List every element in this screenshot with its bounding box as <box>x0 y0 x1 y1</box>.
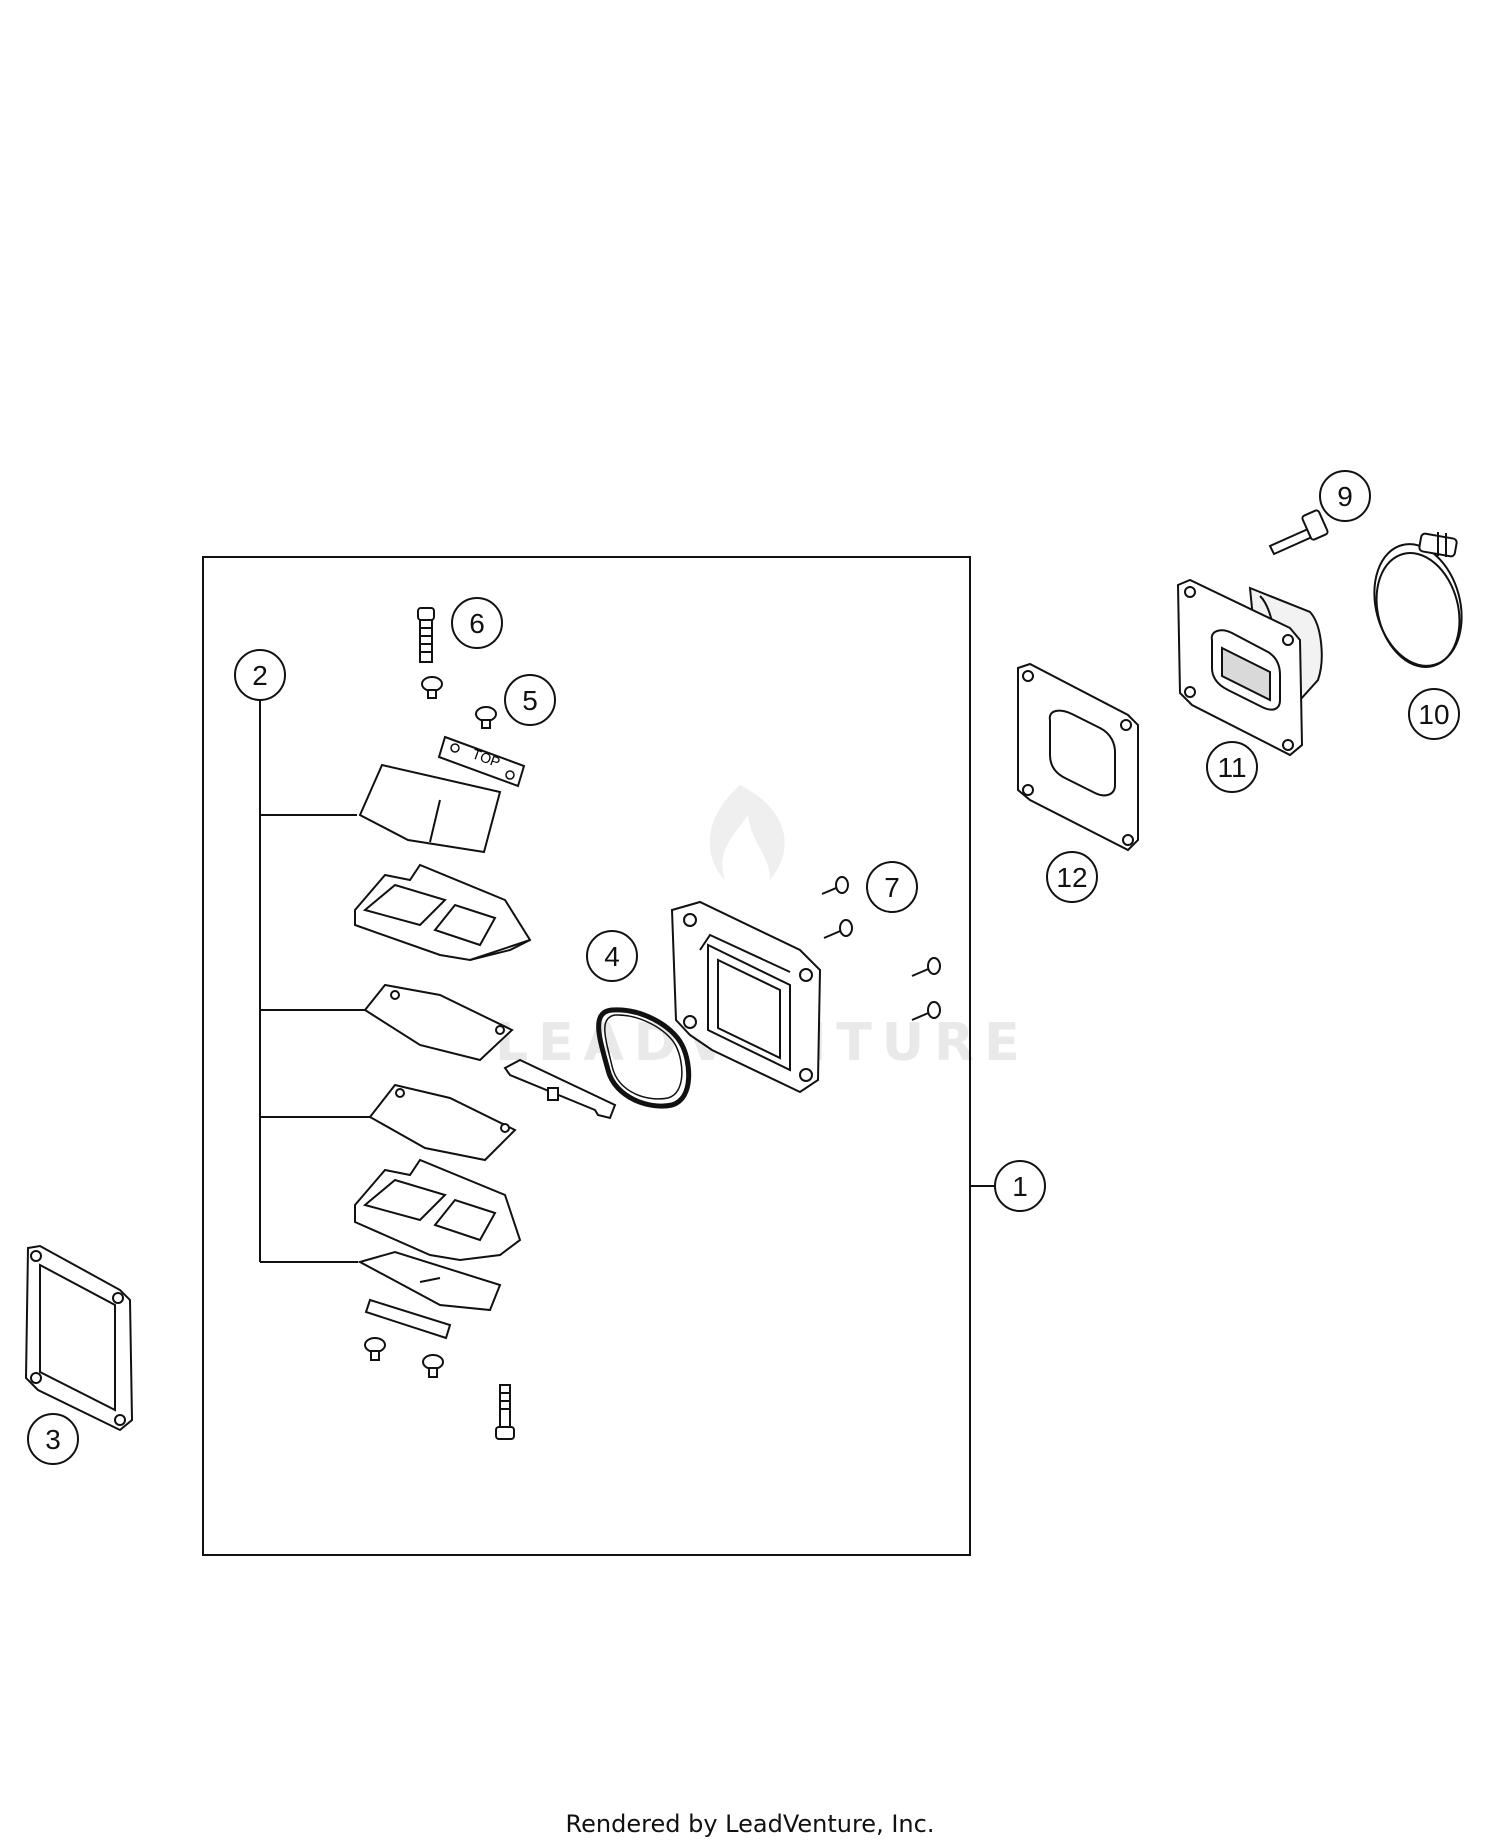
part-6-screw <box>417 607 435 663</box>
callout-12: 12 <box>1046 851 1098 903</box>
callout-6-label: 6 <box>469 608 485 639</box>
callout-2: 2 <box>234 649 286 701</box>
part-11-intake-manifold <box>1176 578 1323 757</box>
callout-12-label: 12 <box>1056 862 1087 893</box>
shim-upper <box>363 983 514 1062</box>
callout-1: 1 <box>994 1160 1046 1212</box>
callout-9: 9 <box>1319 470 1371 522</box>
callout-1-label: 1 <box>1012 1171 1028 1202</box>
callout-3: 3 <box>27 1413 79 1465</box>
kit-frame <box>202 556 971 1556</box>
part-5-screws <box>421 676 497 729</box>
part-10-clamp <box>1373 532 1463 668</box>
callout-9-label: 9 <box>1337 481 1353 512</box>
flame-logo-icon <box>709 785 785 880</box>
callout-10: 10 <box>1408 688 1460 740</box>
callout-10-label: 10 <box>1418 699 1449 730</box>
callout-11-label: 11 <box>1217 752 1246 783</box>
callout-11: 11 <box>1206 741 1258 793</box>
callout-4: 4 <box>586 930 638 982</box>
intake-flange <box>670 900 822 1094</box>
top-plate: TOP <box>437 735 526 788</box>
part-7-bolts <box>821 876 941 1021</box>
reed-cage-upper <box>354 863 532 962</box>
seal-strip <box>503 1058 617 1120</box>
shim-lower <box>368 1083 517 1162</box>
part-4-o-ring <box>596 1007 692 1109</box>
footer-credit: Rendered by LeadVenture, Inc. <box>565 1810 935 1838</box>
lower-screws <box>364 1337 515 1440</box>
callout-7: 7 <box>866 861 918 913</box>
callout-2-label: 2 <box>252 660 268 691</box>
part-12-gasket <box>1017 662 1139 852</box>
callout-5: 5 <box>504 674 556 726</box>
callout-3-label: 3 <box>45 1424 61 1455</box>
bracket-2 <box>259 700 370 1263</box>
bottom-plate <box>364 1298 452 1340</box>
reed-cage-lower <box>354 1158 522 1262</box>
part-9-bolt <box>1268 509 1329 556</box>
callout-4-label: 4 <box>604 941 620 972</box>
part-3-gasket <box>24 1244 134 1432</box>
callout-6: 6 <box>451 597 503 649</box>
reed-petal-lower <box>357 1250 502 1312</box>
callout-7-label: 7 <box>884 872 900 903</box>
reed-petal-upper <box>358 763 502 854</box>
callout-5-label: 5 <box>522 685 538 716</box>
